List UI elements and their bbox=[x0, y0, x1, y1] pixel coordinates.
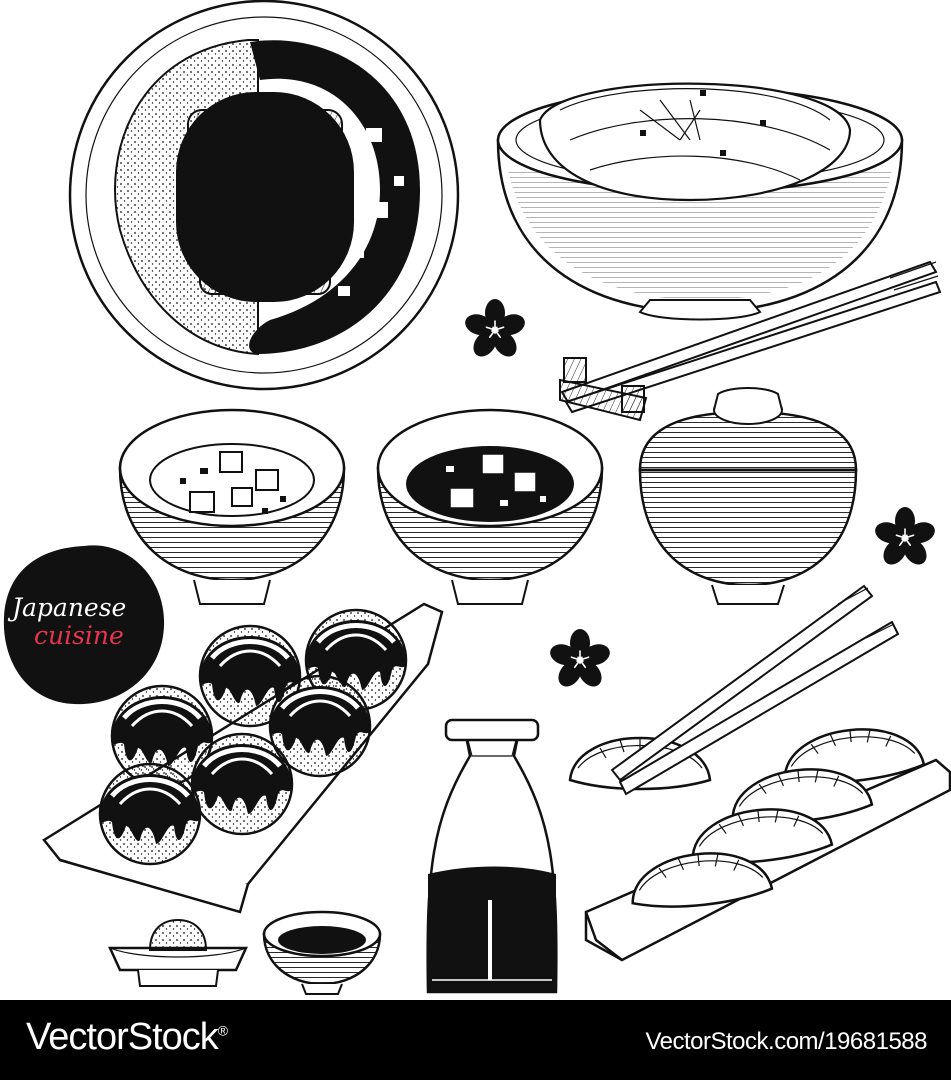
udon-bowl-icon bbox=[496, 82, 904, 321]
brand-logo: VectorStock® bbox=[26, 1016, 228, 1059]
badge-title: Japanese bbox=[7, 593, 126, 622]
badge-subtitle: cuisine bbox=[34, 621, 124, 650]
soy-dipping-dish-icon bbox=[262, 910, 382, 995]
brand-text: VectorStock bbox=[26, 1016, 219, 1058]
wasabi-dish-icon bbox=[108, 918, 248, 987]
soy-sauce-bottle-icon bbox=[426, 718, 558, 994]
lidded-rice-bowl-icon bbox=[638, 387, 858, 605]
chopsticks-on-rest-icon bbox=[559, 260, 942, 422]
gyoza-plate-icon bbox=[568, 584, 951, 962]
tonkatsu-curry-plate-icon bbox=[68, 0, 460, 391]
soy-broth-bowl-icon bbox=[376, 408, 604, 605]
image-credit: VectorStock.com/19681588 bbox=[645, 1028, 927, 1055]
watermark-footer: VectorStock® VectorStock.com/19681588 bbox=[0, 1000, 951, 1080]
takoyaki-boat-icon bbox=[42, 602, 444, 914]
miso-soup-bowl-icon bbox=[118, 408, 346, 605]
trademark-mark: ® bbox=[217, 1022, 228, 1039]
japanese-food-illustration: Japanese cuisine bbox=[3, 0, 951, 995]
japanese-cuisine-badge: Japanese cuisine bbox=[3, 545, 165, 705]
